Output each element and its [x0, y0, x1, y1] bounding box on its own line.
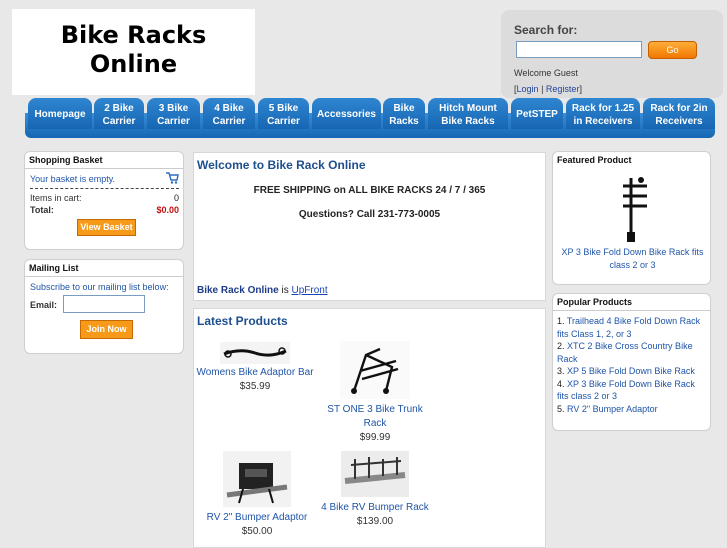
- search-go-button[interactable]: Go: [648, 41, 697, 59]
- search-input[interactable]: [516, 41, 642, 58]
- total-value: $0.00: [156, 205, 179, 215]
- product-price: $139.00: [356, 516, 394, 527]
- product-card[interactable]: RV 2" Bumper Adaptor $50.00: [197, 451, 317, 537]
- mailing-list-panel: Mailing List Subscribe to our mailing li…: [24, 259, 184, 354]
- welcome-panel: Welcome to Bike Rack Online FREE SHIPPIN…: [193, 152, 546, 301]
- product-image-trunk-rack[interactable]: [340, 341, 410, 399]
- upfront-brand: Bike Rack Online: [197, 285, 279, 296]
- product-name[interactable]: RV 2" Bumper Adaptor: [206, 512, 308, 523]
- product-price: $50.00: [241, 526, 273, 537]
- basket-empty-text: Your basket is empty.: [30, 174, 116, 184]
- mailing-text: Subscribe to our mailing list below:: [30, 282, 169, 292]
- product-image-rv-bumper-rack[interactable]: [341, 451, 409, 497]
- featured-product-name[interactable]: XP 3 Bike Fold Down Bike Rack fits class…: [561, 247, 704, 270]
- latest-products-title: Latest Products: [197, 314, 288, 328]
- basket-title: Shopping Basket: [25, 152, 183, 169]
- search-label: Search for:: [514, 23, 578, 37]
- product-card[interactable]: Womens Bike Adaptor Bar $35.99: [194, 339, 316, 392]
- featured-title: Featured Product: [557, 155, 632, 165]
- popular-item[interactable]: 3. XP 5 Bike Fold Down Bike Rack: [557, 366, 695, 376]
- latest-products-panel: Latest Products Womens Bike Adaptor Bar …: [193, 308, 546, 548]
- shopping-basket-panel: Shopping Basket Your basket is empty. It…: [24, 151, 184, 250]
- search-panel: Search for: Go Welcome Guest [Login | Re…: [501, 10, 723, 98]
- view-basket-button[interactable]: View Basket: [77, 219, 136, 236]
- popular-item[interactable]: 1. Trailhead 4 Bike Fold Down Rack fits …: [557, 316, 701, 339]
- product-price: $35.99: [239, 381, 271, 392]
- register-link[interactable]: Register: [545, 84, 580, 94]
- welcome-guest-text: Welcome Guest: [514, 68, 578, 78]
- site-logo[interactable]: Bike Racks Online: [12, 9, 255, 95]
- nav-tab-homepage[interactable]: Homepage: [28, 98, 92, 129]
- free-shipping-text: FREE SHIPPING on ALL BIKE RACKS 24 / 7 /…: [253, 185, 486, 196]
- product-price: $99.99: [359, 432, 391, 443]
- welcome-title: Welcome to Bike Rack Online: [197, 158, 366, 172]
- nav-tab-accessories[interactable]: Accessories: [312, 98, 381, 129]
- items-in-cart-value: 0: [173, 193, 179, 203]
- featured-product-panel: Featured Product XP 3 Bike Fold Down Bik…: [552, 151, 711, 285]
- upfront-link[interactable]: UpFront: [291, 285, 328, 296]
- product-image-bumper-adaptor[interactable]: [223, 451, 291, 507]
- email-field[interactable]: [63, 295, 145, 313]
- login-link[interactable]: Login: [516, 84, 539, 94]
- mailing-title: Mailing List: [25, 260, 183, 277]
- popular-item[interactable]: 5. RV 2" Bumper Adaptor: [557, 403, 658, 414]
- popular-item[interactable]: 4. XP 3 Bike Fold Down Bike Rack fits cl…: [557, 378, 695, 402]
- featured-product-image[interactable]: [613, 172, 653, 244]
- basket-divider: [30, 188, 179, 189]
- logo-line-2: Online: [89, 50, 178, 78]
- login-register-row: [Login | Register]: [514, 84, 582, 94]
- cart-icon[interactable]: [166, 172, 179, 184]
- upfront-line: Bike Rack Online is UpFront: [197, 285, 328, 296]
- product-name[interactable]: ST ONE 3 Bike Trunk Rack: [327, 404, 423, 429]
- questions-phone-text: Questions? Call 231-773-0005: [298, 209, 441, 220]
- join-now-button[interactable]: Join Now: [80, 320, 133, 339]
- items-in-cart-label: Items in cart:: [30, 193, 82, 203]
- nav-tab-petstep[interactable]: PetSTEP: [511, 98, 563, 129]
- email-label: Email:: [30, 300, 58, 310]
- product-card[interactable]: ST ONE 3 Bike Trunk Rack $99.99: [320, 341, 430, 443]
- product-image-adaptor-bar[interactable]: [220, 342, 290, 364]
- popular-item[interactable]: 2. XTC 2 Bike Cross Country Bike Rack: [557, 341, 693, 364]
- popular-title: Popular Products: [553, 294, 710, 311]
- logo-line-1: Bike Racks: [60, 21, 207, 49]
- product-card[interactable]: 4 Bike RV Bumper Rack $139.00: [318, 451, 432, 527]
- popular-products-panel: Popular Products 1. Trailhead 4 Bike Fol…: [552, 293, 711, 431]
- product-name[interactable]: 4 Bike RV Bumper Rack: [321, 502, 429, 513]
- total-label: Total:: [30, 205, 54, 215]
- product-name[interactable]: Womens Bike Adaptor Bar: [196, 367, 314, 378]
